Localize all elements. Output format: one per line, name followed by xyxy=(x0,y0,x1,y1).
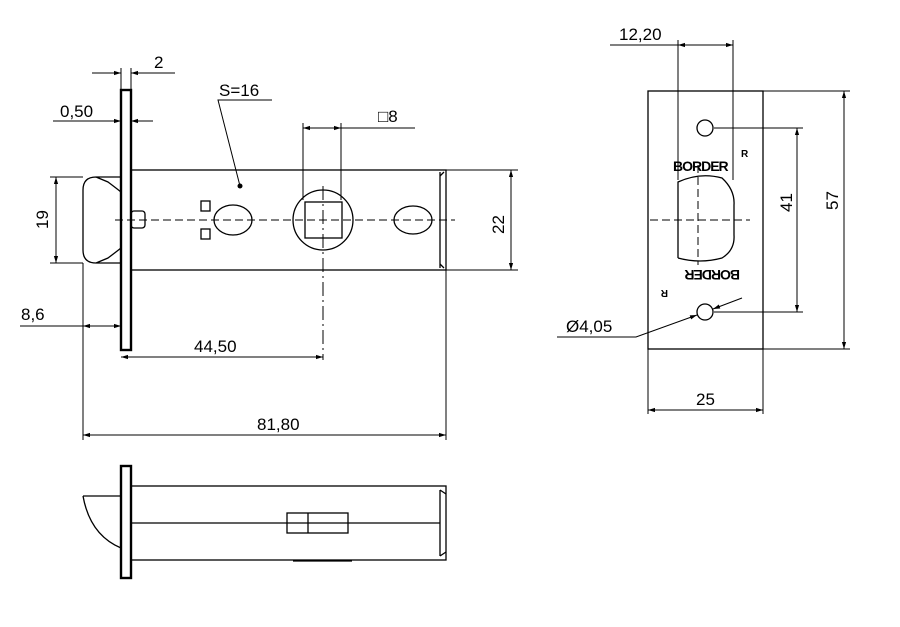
dim-bolt-height: 19 xyxy=(33,210,52,229)
logo-mark-inverted: R xyxy=(660,287,668,298)
faceplate-side xyxy=(119,464,133,580)
small-square-hole xyxy=(200,200,211,212)
dim-faceplate-step: 0,50 xyxy=(60,102,93,121)
dim-total-length: 81,80 xyxy=(257,415,300,434)
dim-hole-spacing: 41 xyxy=(777,193,796,212)
dim-backset: 44,50 xyxy=(194,337,237,356)
small-square-hole xyxy=(200,228,211,240)
logo-text-inverted: BORDER xyxy=(684,267,740,283)
latch-slide xyxy=(286,512,349,534)
logo-mark: R xyxy=(741,149,749,160)
strike-plate-view: BORDER R BORDER R 12,20 41 57 25 Ø4,05 xyxy=(557,25,850,414)
screw-hole xyxy=(696,119,714,137)
latch-side-view xyxy=(82,464,447,580)
latch-opening xyxy=(677,175,735,262)
sheet-thickness-note: S=16 xyxy=(219,81,259,100)
dim-faceplate-thickness: 2 xyxy=(154,53,163,72)
dim-plate-height: 57 xyxy=(823,191,842,210)
dim-body-height: 22 xyxy=(489,215,508,234)
oval-slot xyxy=(213,204,253,236)
latch-bolt-side xyxy=(82,495,122,549)
strike-plate xyxy=(647,90,764,350)
oval-slot xyxy=(393,205,433,235)
latch-front-view: S=16 2 0,50 □8 19 8,6 44,50 81,80 22 xyxy=(20,53,518,440)
dim-spindle: □8 xyxy=(378,107,398,126)
dim-bolt-projection: 8,6 xyxy=(21,305,45,324)
dim-plate-width: 25 xyxy=(696,390,715,409)
dim-hole-diameter: Ø4,05 xyxy=(566,317,612,336)
screw-hole xyxy=(696,303,714,321)
logo-text: BORDER xyxy=(673,158,729,174)
latch-bolt xyxy=(82,176,122,264)
dim-opening-width: 12,20 xyxy=(619,25,662,44)
